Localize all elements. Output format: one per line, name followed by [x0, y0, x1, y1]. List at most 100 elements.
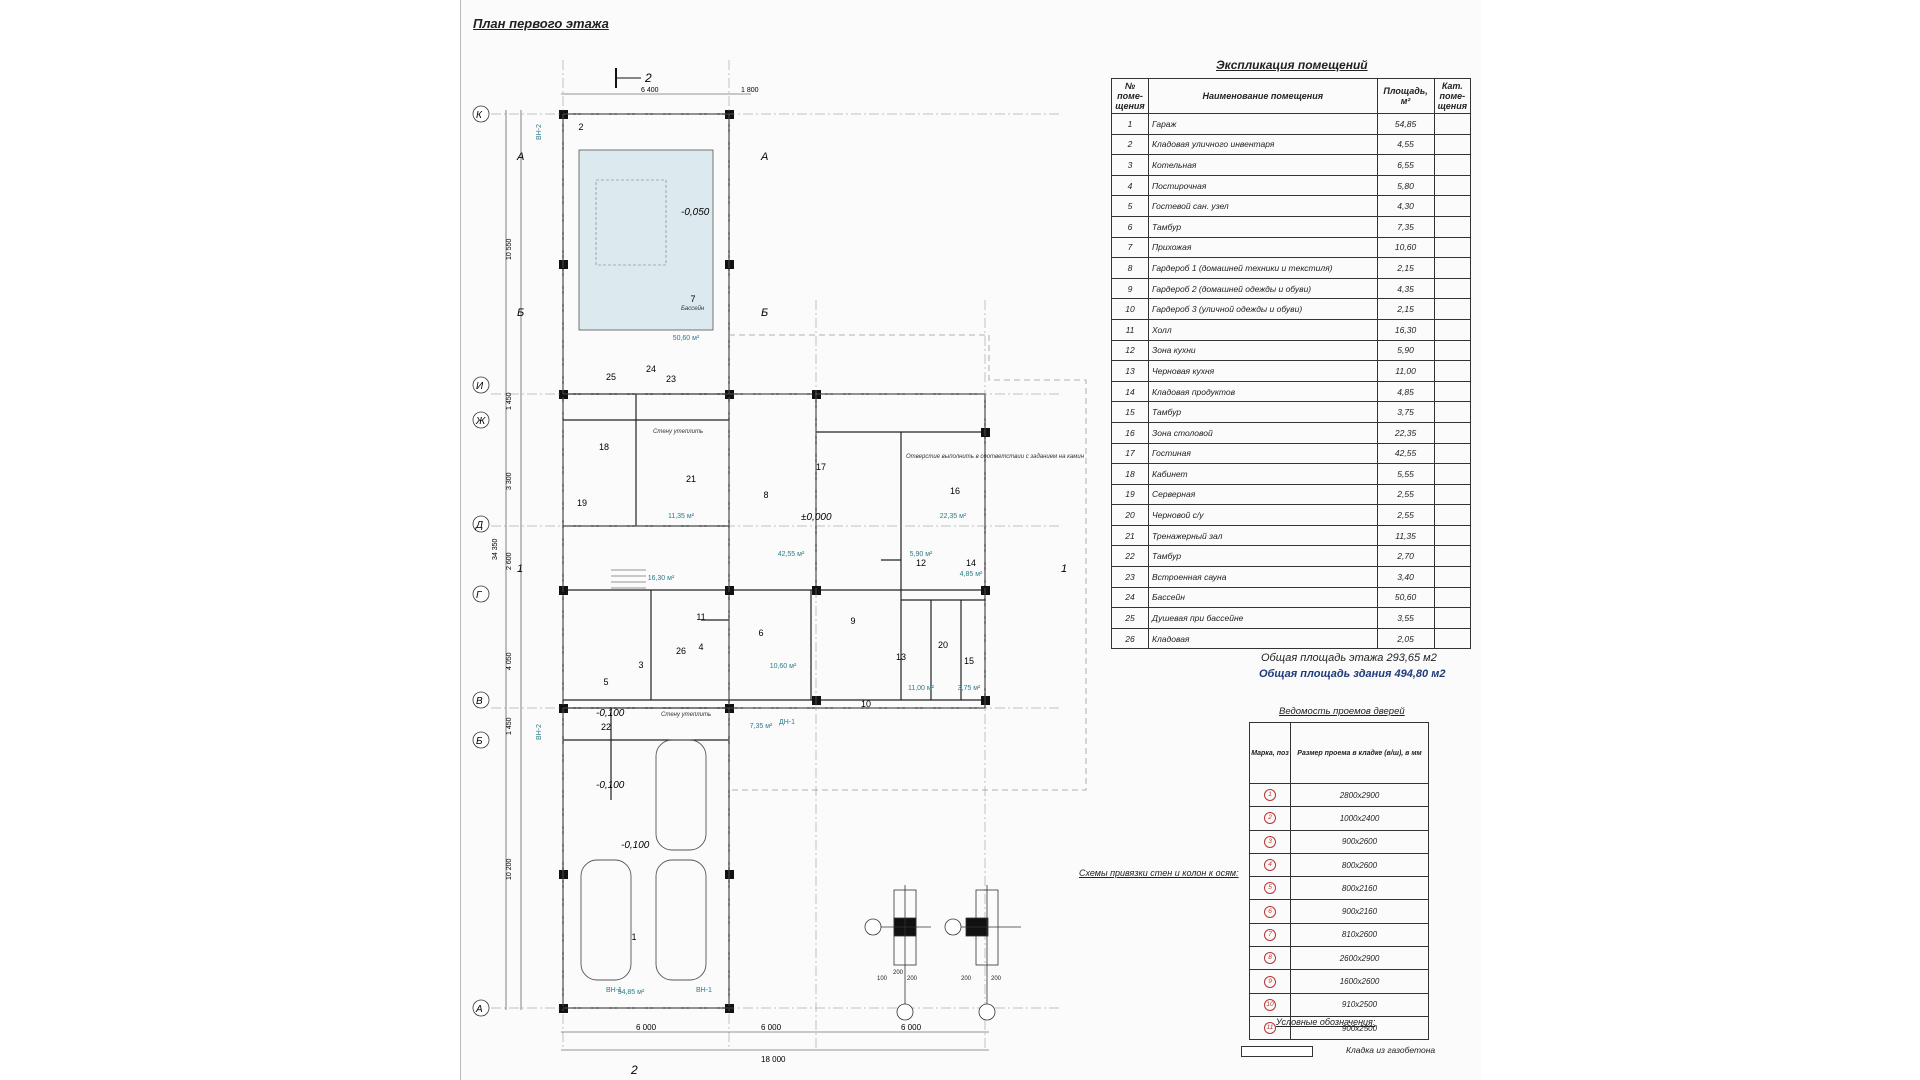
cell-name: Постирочная [1148, 174, 1378, 197]
cell-num: 19 [1111, 483, 1149, 506]
axis-row-label: Д [475, 520, 483, 531]
axis-row-label: А [475, 1004, 483, 1015]
cell-name: Гостиная [1148, 442, 1378, 465]
room-label: 19 [577, 498, 587, 508]
cell-area: 7,35 [1376, 215, 1435, 238]
plan-title: План первого этажа [473, 16, 609, 31]
level-mark: -0,100 [596, 780, 625, 791]
room-label: 14 [966, 558, 976, 568]
cell-category [1433, 257, 1472, 279]
wall-binding-scheme-2 [944, 885, 1021, 1021]
cell-num: 16 [1111, 421, 1149, 444]
explication-table: № поме-щения Наименование помещения Площ… [1111, 78, 1472, 650]
cell-name: Черновая кухня [1148, 360, 1378, 382]
dimension-label: 10 550 [506, 238, 513, 260]
table-header: Площадь, м² [1376, 78, 1435, 114]
cell-area: 11,35 [1376, 524, 1435, 547]
cell-category [1433, 401, 1472, 423]
doors-title: Ведомость проемов дверей [1279, 706, 1405, 717]
table-row: 5 800х2160 [1249, 876, 1429, 901]
cell-category [1433, 545, 1472, 568]
total-building-area: Общая площадь здания 494,80 м2 [1259, 668, 1446, 680]
door-mark-circle: 1 [1264, 789, 1276, 802]
cell-area: 5,90 [1376, 339, 1435, 362]
axis-row-label: В [476, 696, 483, 707]
gate-label: ВН-1 [606, 987, 622, 994]
cell-name: Кладовая уличного инвентаря [1148, 133, 1378, 156]
table-header: № поме-щения [1111, 78, 1149, 114]
cut-mark-label: А [516, 151, 524, 163]
cell-name: Котельная [1148, 154, 1378, 176]
axis-row-label: И [476, 381, 484, 392]
dimension-label: 6 000 [901, 1023, 922, 1032]
room-label: 7 [690, 294, 695, 304]
cell-mark: 7 [1249, 922, 1291, 948]
cell-name: Серверная [1148, 483, 1378, 506]
axis-row-label: К [476, 110, 483, 121]
cell-category [1433, 566, 1472, 588]
cell-category [1433, 154, 1472, 176]
room-label: 10 [861, 699, 871, 709]
cell-area: 2,15 [1376, 298, 1435, 320]
cut-mark-label: 1 [517, 563, 523, 575]
cell-mark: 10 [1249, 992, 1291, 1017]
cell-mark: 9 [1249, 969, 1291, 994]
area-label: 7,35 м² [750, 723, 773, 730]
door-mark-circle: 8 [1264, 952, 1276, 965]
door-mark-circle: 5 [1264, 882, 1276, 895]
cell-area: 5,80 [1376, 174, 1435, 197]
cell-area: 4,85 [1376, 380, 1435, 403]
cell-num: 10 [1111, 298, 1149, 320]
dimension-label: 4 050 [506, 652, 513, 670]
room-label: 12 [916, 558, 926, 568]
room-label: 22 [601, 722, 611, 732]
cell-name: Гардероб 1 (домашней техники и текстиля) [1148, 257, 1378, 279]
axis-row-label: Г [476, 590, 483, 601]
gate-label: ДН-1 [779, 719, 795, 726]
gate-label: ВН-2 [536, 124, 543, 140]
cell-num: 25 [1111, 607, 1149, 629]
cell-mark: 1 [1249, 782, 1291, 808]
cell-size: 1600х2600 [1290, 969, 1429, 994]
cell-area: 2,05 [1376, 627, 1435, 650]
cell-mark: 8 [1249, 946, 1291, 971]
cell-name: Душевая при бассейне [1148, 607, 1378, 629]
cell-area: 6,55 [1376, 154, 1435, 176]
area-label: 5,90 м² [910, 551, 933, 558]
cell-area: 5,55 [1376, 463, 1435, 485]
scheme-dim: 200 [907, 976, 918, 982]
cell-mark: 6 [1249, 899, 1291, 924]
room-label: 16 [950, 486, 960, 496]
cell-size: 800х2160 [1290, 876, 1429, 901]
room-label: 6 [758, 628, 763, 638]
door-mark-circle: 7 [1264, 928, 1276, 941]
section-mark-top: 2 [615, 68, 652, 88]
room-label: 15 [964, 656, 974, 666]
cell-name: Кладовая продуктов [1148, 380, 1378, 403]
door-mark-circle: 9 [1264, 975, 1276, 988]
wall-note: Стену утеплить [653, 429, 703, 435]
cell-name: Гостевой сан. узел [1148, 195, 1378, 217]
dimension-label: 18 000 [761, 1055, 786, 1064]
cell-name: Тренажерный зал [1148, 524, 1378, 547]
cell-num: 20 [1111, 504, 1149, 526]
cut-mark-label: Б [517, 307, 524, 319]
cell-area: 42,55 [1376, 442, 1435, 465]
legend-label: Кладка из газобетона [1346, 1045, 1436, 1055]
